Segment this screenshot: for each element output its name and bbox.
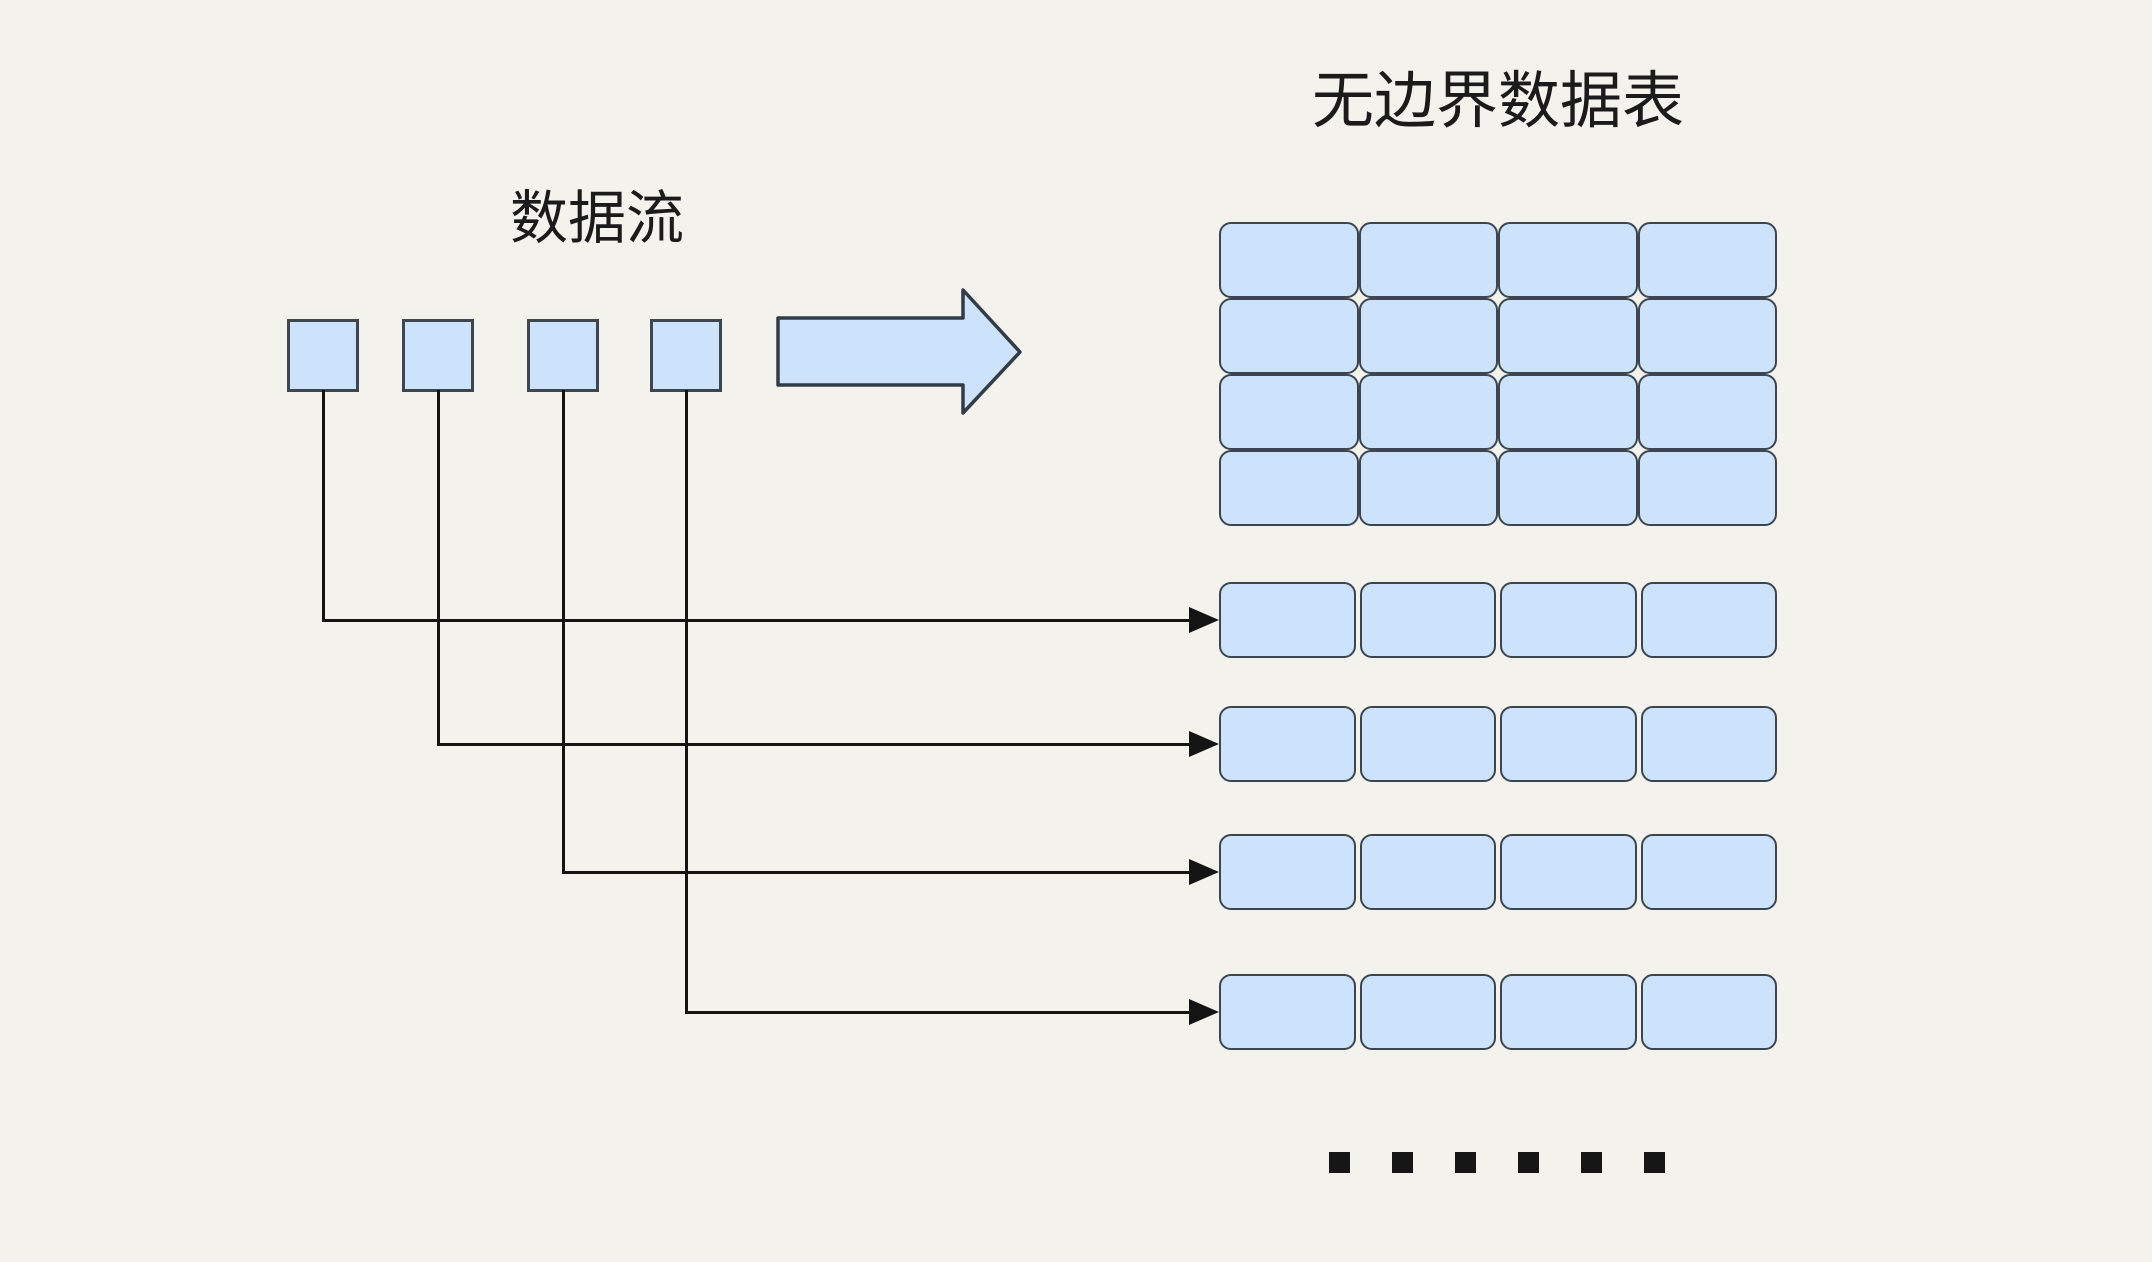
stream-square [650,319,722,392]
connector-vertical-line [684,390,688,1014]
table-cell [1640,974,1777,1050]
table-cell [1219,582,1356,658]
stream-square [527,319,599,392]
connector-horizontal-line [561,870,1192,874]
table-cell [1498,450,1638,526]
ellipsis-dot [1329,1152,1350,1173]
connector-horizontal-line [684,1010,1192,1014]
table-cell [1359,974,1496,1050]
flow-arrow-icon [776,288,1022,415]
table-cell [1219,298,1359,374]
connector-arrowhead-icon [1189,859,1219,885]
page-title: 无边界数据表 [1311,67,1685,136]
table-cell [1637,374,1777,450]
table-cell [1219,974,1356,1050]
table-cell [1359,706,1496,782]
table-cell [1359,834,1496,910]
table-cell [1640,706,1777,782]
table-cell [1498,222,1638,298]
connector-arrowhead-icon [1189,607,1219,633]
table-cell [1358,298,1498,374]
table-row [1219,974,1777,1050]
connector-vertical-line [436,390,440,746]
unbounded-table-grid [1219,222,1777,526]
table-cell [1500,706,1637,782]
table-cell [1219,706,1356,782]
connector-horizontal-line [436,742,1192,746]
table-cell [1219,450,1359,526]
table-cell [1219,222,1359,298]
table-cell [1498,374,1638,450]
table-cell [1637,222,1777,298]
table-row [1219,706,1777,782]
table-cell [1500,834,1637,910]
table-cell [1498,298,1638,374]
table-cell [1219,834,1356,910]
ellipsis-dot [1455,1152,1476,1173]
table-row [1219,834,1777,910]
table-cell [1500,974,1637,1050]
connector-arrowhead-icon [1189,731,1219,757]
table-cell [1640,582,1777,658]
table-cell [1640,834,1777,910]
ellipsis-dots [1329,1152,1665,1173]
table-cell [1359,582,1496,658]
table-cell [1500,582,1637,658]
table-row [1219,582,1777,658]
connector-vertical-line [561,390,565,874]
table-cell [1358,374,1498,450]
ellipsis-dot [1392,1152,1413,1173]
stream-label: 数据流 [509,186,685,251]
ellipsis-dot [1581,1152,1602,1173]
table-cell [1219,374,1359,450]
stream-square [287,319,359,392]
ellipsis-dot [1518,1152,1539,1173]
table-cell [1637,450,1777,526]
ellipsis-dot [1644,1152,1665,1173]
connector-horizontal-line [321,618,1192,622]
connector-arrowhead-icon [1189,999,1219,1025]
table-cell [1358,222,1498,298]
table-cell [1358,450,1498,526]
connector-vertical-line [321,390,325,622]
table-cell [1637,298,1777,374]
stream-square [402,319,474,392]
